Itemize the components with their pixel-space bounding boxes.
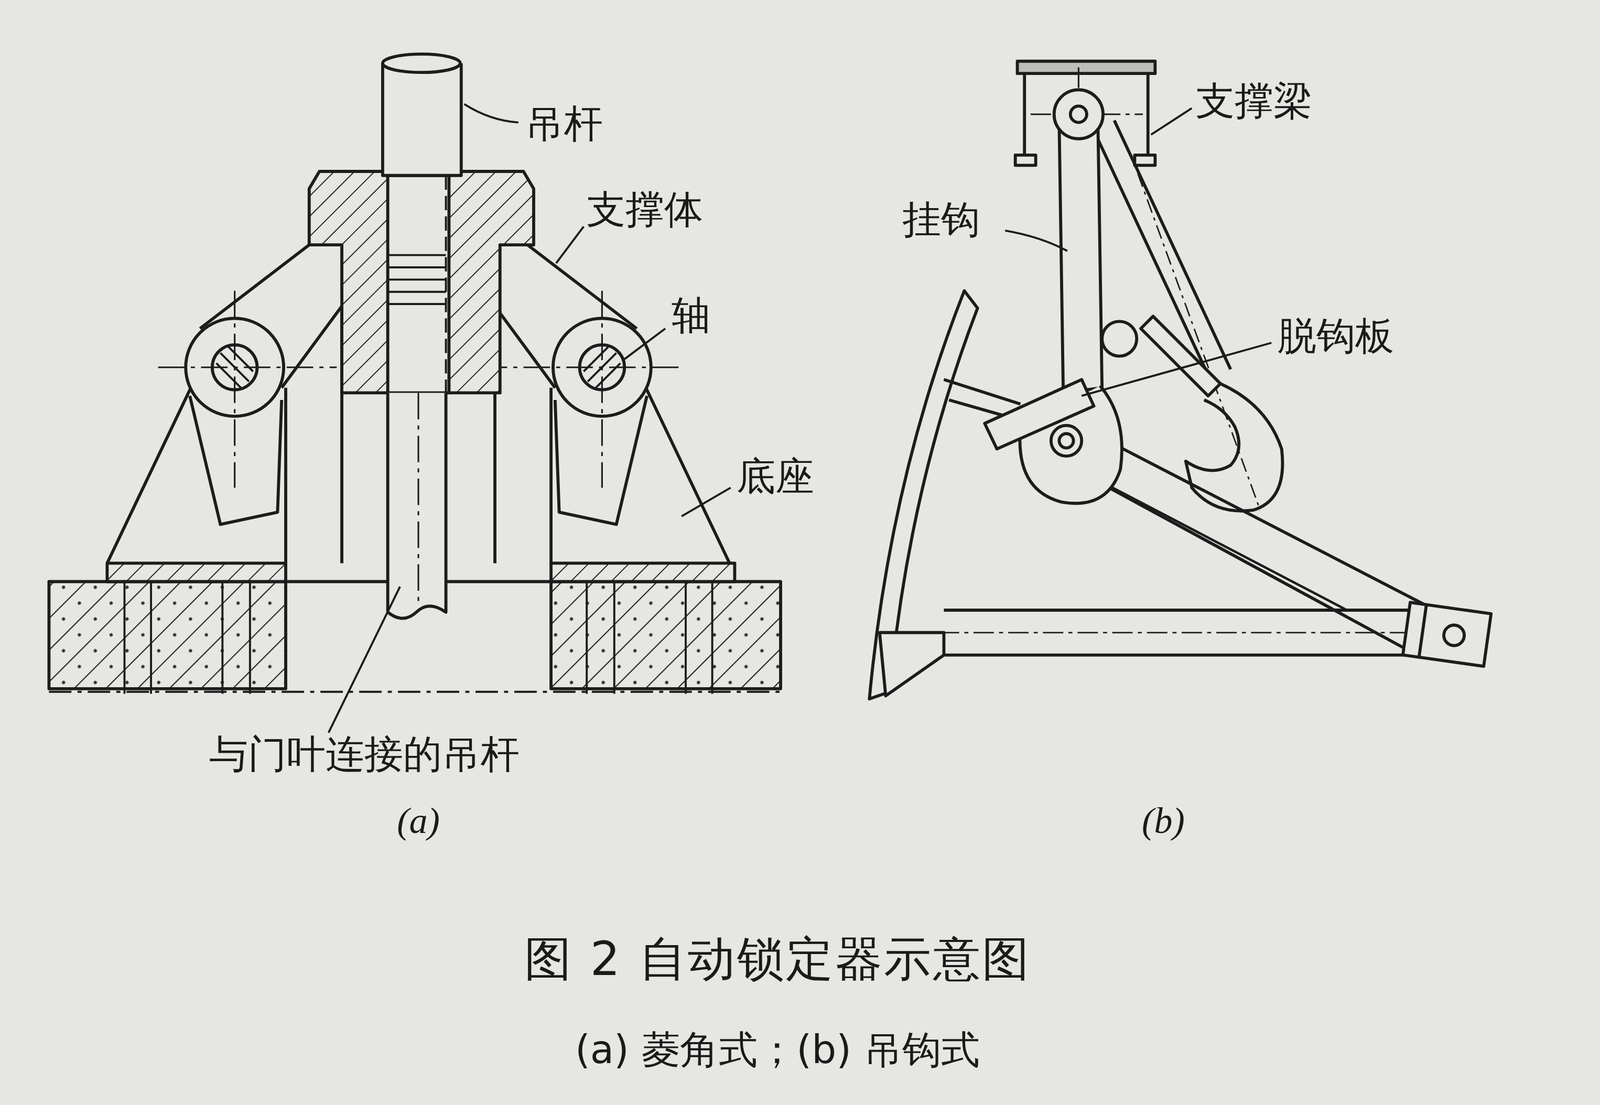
subfigure-label: (b) — [1141, 801, 1185, 842]
drawing-line — [106, 385, 192, 564]
drawing-line — [386, 175, 389, 394]
drawing-line — [328, 586, 400, 733]
drawing-line — [1114, 120, 1231, 370]
drawing-line — [550, 581, 781, 689]
drawing-line — [1081, 342, 1272, 396]
drawing-line — [938, 631, 1409, 634]
drawing-line — [158, 366, 338, 369]
drawing-line — [328, 104, 731, 733]
drawing-line — [281, 306, 342, 388]
figure-a — [48, 53, 781, 733]
drawing-line — [1140, 316, 1221, 396]
drawing-line — [382, 63, 462, 176]
drawing-line — [387, 303, 447, 306]
drawing-line — [387, 254, 447, 257]
part-label: 挂钩 — [902, 199, 980, 242]
drawing-line — [1094, 130, 1211, 380]
drawing-line — [48, 690, 781, 694]
figure-title: 图 2 自动锁定器示意图 — [524, 933, 1031, 985]
drawing-line — [494, 244, 730, 564]
drawing-line — [1146, 73, 1150, 156]
drawing-line — [387, 266, 447, 269]
drawing-line — [1058, 433, 1074, 448]
drawing-line — [1017, 61, 1156, 74]
drawing-line — [1071, 467, 1414, 653]
drawing-line — [1151, 107, 1193, 135]
drawing-line — [550, 563, 735, 582]
drawing-line — [445, 175, 448, 394]
drawing-line — [1101, 321, 1137, 356]
drawing-line — [309, 171, 534, 393]
drawing-line — [1051, 425, 1082, 457]
drawing-line — [1402, 602, 1491, 667]
drawing-line — [387, 278, 447, 281]
drawing-line — [1022, 73, 1026, 156]
drawing-line — [1004, 107, 1272, 396]
drawing-line — [233, 290, 236, 489]
drawing-line — [556, 226, 585, 264]
drawing-line — [106, 244, 342, 564]
drawing-line — [387, 290, 447, 294]
drawing-line — [624, 328, 666, 360]
figure-caption: (a) 菱角式；(b) 吊钩式 — [575, 1029, 980, 1073]
drawing-line — [1402, 602, 1491, 667]
drawing-line — [869, 290, 978, 700]
drawing-line — [387, 392, 447, 619]
drawing-line — [1004, 230, 1068, 252]
drawing-line — [943, 653, 1413, 657]
drawing-line — [158, 290, 338, 489]
part-label: 吊杆 — [525, 103, 603, 146]
drawing-line — [1419, 604, 1427, 658]
drawing-line — [879, 632, 945, 697]
part-label: 脱钩板 — [1277, 315, 1394, 359]
drawing-line — [1134, 155, 1155, 166]
drawing-line — [106, 563, 286, 582]
drawing-line — [1070, 105, 1087, 123]
subfigure-label: (a) — [396, 801, 440, 842]
drawing-line — [1058, 124, 1102, 393]
part-label: 支撑梁 — [1195, 80, 1313, 124]
part-label: 与门叶连接的吊杆 — [209, 733, 520, 777]
drawing-line — [382, 53, 461, 73]
drawing-line — [200, 244, 310, 329]
drawing-line — [387, 175, 450, 394]
drawing-line — [948, 479, 1347, 611]
drawing-line — [1442, 623, 1466, 647]
part-label: 轴 — [671, 295, 711, 338]
drawing-line — [1137, 173, 1261, 511]
drawing-line — [1015, 155, 1036, 166]
drawing-line — [464, 104, 519, 123]
figure-b — [869, 61, 1491, 700]
drawing-line — [417, 392, 419, 602]
drawing-line — [284, 387, 288, 564]
drawing-line — [387, 175, 447, 394]
drawing-line — [1054, 89, 1104, 139]
drawing-line — [1083, 428, 1424, 605]
drawing-line — [1185, 379, 1283, 512]
part-label: 底座 — [736, 456, 815, 499]
part-label: 支撑体 — [586, 188, 704, 232]
drawing-line — [681, 487, 731, 517]
